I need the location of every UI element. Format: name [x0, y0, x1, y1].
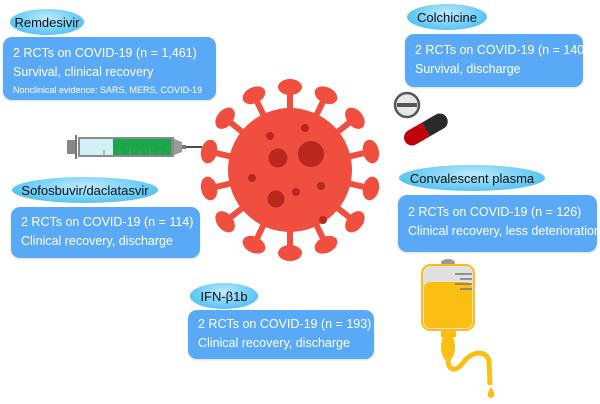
virus-spike-stem [228, 120, 245, 135]
syringe-icon [67, 135, 202, 159]
remdesivir-outcomes: Survival, clinical recovery [13, 65, 154, 79]
convalescent-plasma-evidence: 2 RCTs on COVID-19 (n = 126) [408, 205, 582, 219]
iv-bag-icon [421, 259, 495, 398]
sofosbuvir-daclatasvir-name: Sofosbuvir/daclatasvir [21, 182, 149, 198]
virus-spike-stem [313, 100, 326, 118]
colchicine-outcomes: Survival, discharge [415, 62, 521, 76]
remdesivir-name: Remdesivir [14, 14, 80, 30]
virus-spike-stem [335, 205, 352, 220]
sofosbuvir-daclatasvir-label: Sofosbuvir/daclatasvir [12, 177, 158, 203]
virus-spike-head [242, 235, 266, 254]
remdesivir-note: Nonclinical evidence: SARS, MERS, COVID-… [13, 85, 203, 95]
convalescent-plasma-name: Convalescent plasma [409, 170, 535, 186]
virus-spike-stem [228, 205, 245, 220]
virus-spike-stem [313, 222, 326, 240]
remdesivir-evidence: 2 RCTs on COVID-19 (n = 1,461) [13, 46, 197, 60]
remdesivir-label: Remdesivir [10, 9, 84, 35]
virus-spike-head [242, 86, 266, 105]
virus-spike-stem [254, 222, 267, 240]
virus-spike-head [314, 86, 338, 105]
virus-spike-head [200, 176, 218, 201]
convalescent-plasma-evidence-box: 2 RCTs on COVID-19 (n = 126) Clinical re… [398, 195, 600, 252]
convalescent-plasma-outcomes: Clinical recovery, less deterioration [408, 224, 600, 238]
virus-spike-stem [347, 180, 365, 190]
virus-spike-head [345, 211, 365, 233]
virus-spike-head [314, 235, 338, 254]
ifn-beta-1b-evidence-box: 2 RCTs on COVID-19 (n = 193) Clinical re… [188, 310, 374, 359]
sofosbuvir-daclatasvir-evidence: 2 RCTs on COVID-19 (n = 114) [21, 215, 194, 229]
colchicine-evidence-box: 2 RCTs on COVID-19 (n = 140) Survival, d… [405, 34, 589, 87]
colchicine-label: Colchicine [407, 4, 487, 30]
coronavirus-icon [200, 79, 380, 261]
convalescent-plasma-label: Convalescent plasma [399, 165, 545, 191]
virus-spike-head [200, 139, 218, 164]
virus-spike-stem [335, 120, 352, 135]
ifn-beta-1b-label: IFN-β1b [190, 283, 258, 309]
ifn-beta-1b-evidence: 2 RCTs on COVID-19 (n = 193) [198, 317, 372, 331]
remdesivir-evidence-box: 2 RCTs on COVID-19 (n = 1,461) Survival,… [3, 37, 216, 100]
sofosbuvir-daclatasvir-evidence-box: 2 RCTs on COVID-19 (n = 114) Clinical re… [11, 207, 200, 258]
sofosbuvir-daclatasvir-outcomes: Clinical recovery, discharge [21, 234, 173, 248]
colchicine-evidence: 2 RCTs on COVID-19 (n = 140) [415, 43, 589, 57]
virus-spike-head [362, 139, 380, 164]
virus-spike-head [215, 211, 235, 233]
virus-spike-head [278, 245, 302, 261]
virus-spike-stem [215, 150, 233, 160]
virus-spike-head [278, 79, 302, 95]
virus-spike-stem [254, 100, 267, 118]
ifn-beta-1b-name: IFN-β1b [200, 288, 248, 304]
virus-spike-stem [347, 150, 365, 160]
colchicine-name: Colchicine [417, 9, 477, 25]
virus-spike-head [215, 107, 235, 129]
ifn-beta-1b-outcomes: Clinical recovery, discharge [198, 336, 350, 350]
virus-spike-head [345, 107, 365, 129]
virus-spike-stem [215, 180, 233, 190]
pills-icon [393, 91, 448, 146]
virus-spike-head [362, 176, 380, 201]
